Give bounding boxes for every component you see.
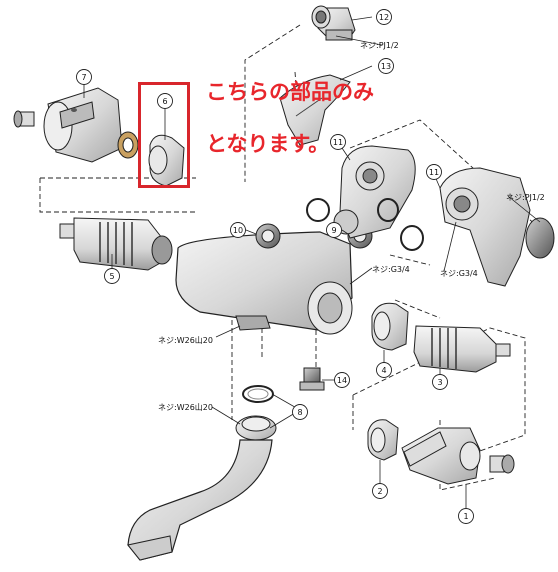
part-11-right-connector (400, 167, 555, 287)
part-13-bracket (279, 74, 351, 146)
label-part-11-left: 11 (333, 138, 343, 147)
thread-pj-top: ネジ:PJ1/2 (360, 41, 399, 50)
part-4-ring (371, 302, 409, 351)
part-number-labels: 12 13 7 6 5 10 9 11 11 4 3 14 8 2 1 (81, 13, 468, 521)
label-part-14: 14 (337, 376, 347, 385)
label-part-5: 5 (109, 272, 114, 281)
part-2-ring (367, 419, 399, 461)
part-11-left-connector (306, 145, 416, 239)
part-7-handle (13, 87, 139, 163)
main-valve-body (175, 231, 353, 335)
part-6-ring (148, 134, 185, 187)
part-14-stem (299, 367, 325, 391)
thread-w26-body: ネジ:W26山20 (158, 335, 213, 345)
part-number-circles (76, 9, 474, 524)
thread-g34-mid: ネジ:G3/4 (372, 265, 410, 274)
part-1-handle (401, 427, 515, 485)
label-part-12: 12 (379, 13, 389, 22)
label-part-1: 1 (463, 512, 468, 521)
label-part-7: 7 (81, 73, 86, 82)
label-part-9: 9 (331, 226, 336, 235)
thread-pj-right: ネジ:PJ1/2 (506, 193, 545, 202)
label-part-4: 4 (381, 366, 386, 375)
callout-line-2: となります。 (206, 132, 330, 156)
callout-line-1: こちらの部品のみ (206, 80, 374, 104)
label-part-10: 10 (233, 226, 243, 235)
label-part-8: 8 (297, 408, 302, 417)
part-10-nut (255, 223, 281, 249)
part-3-cartridge (413, 325, 511, 373)
spout (127, 415, 277, 561)
label-part-2: 2 (377, 487, 382, 496)
label-part-6: 6 (162, 97, 167, 106)
part-8-oring (242, 385, 274, 403)
thread-spec-labels: ネジ:PJ1/2 ネジ:PJ1/2 ネジ:G3/4 ネジ:G3/4 ネジ:W26… (158, 41, 545, 412)
part-5-cartridge (59, 217, 173, 271)
label-part-11-right: 11 (429, 168, 439, 177)
thread-w26-spout: ネジ:W26山20 (158, 402, 213, 412)
thread-g34-right: ネジ:G3/4 (440, 269, 478, 278)
label-part-3: 3 (437, 378, 442, 387)
label-part-13: 13 (381, 62, 391, 71)
selected-part-frame (138, 82, 190, 188)
part-12-elbow (311, 5, 356, 41)
